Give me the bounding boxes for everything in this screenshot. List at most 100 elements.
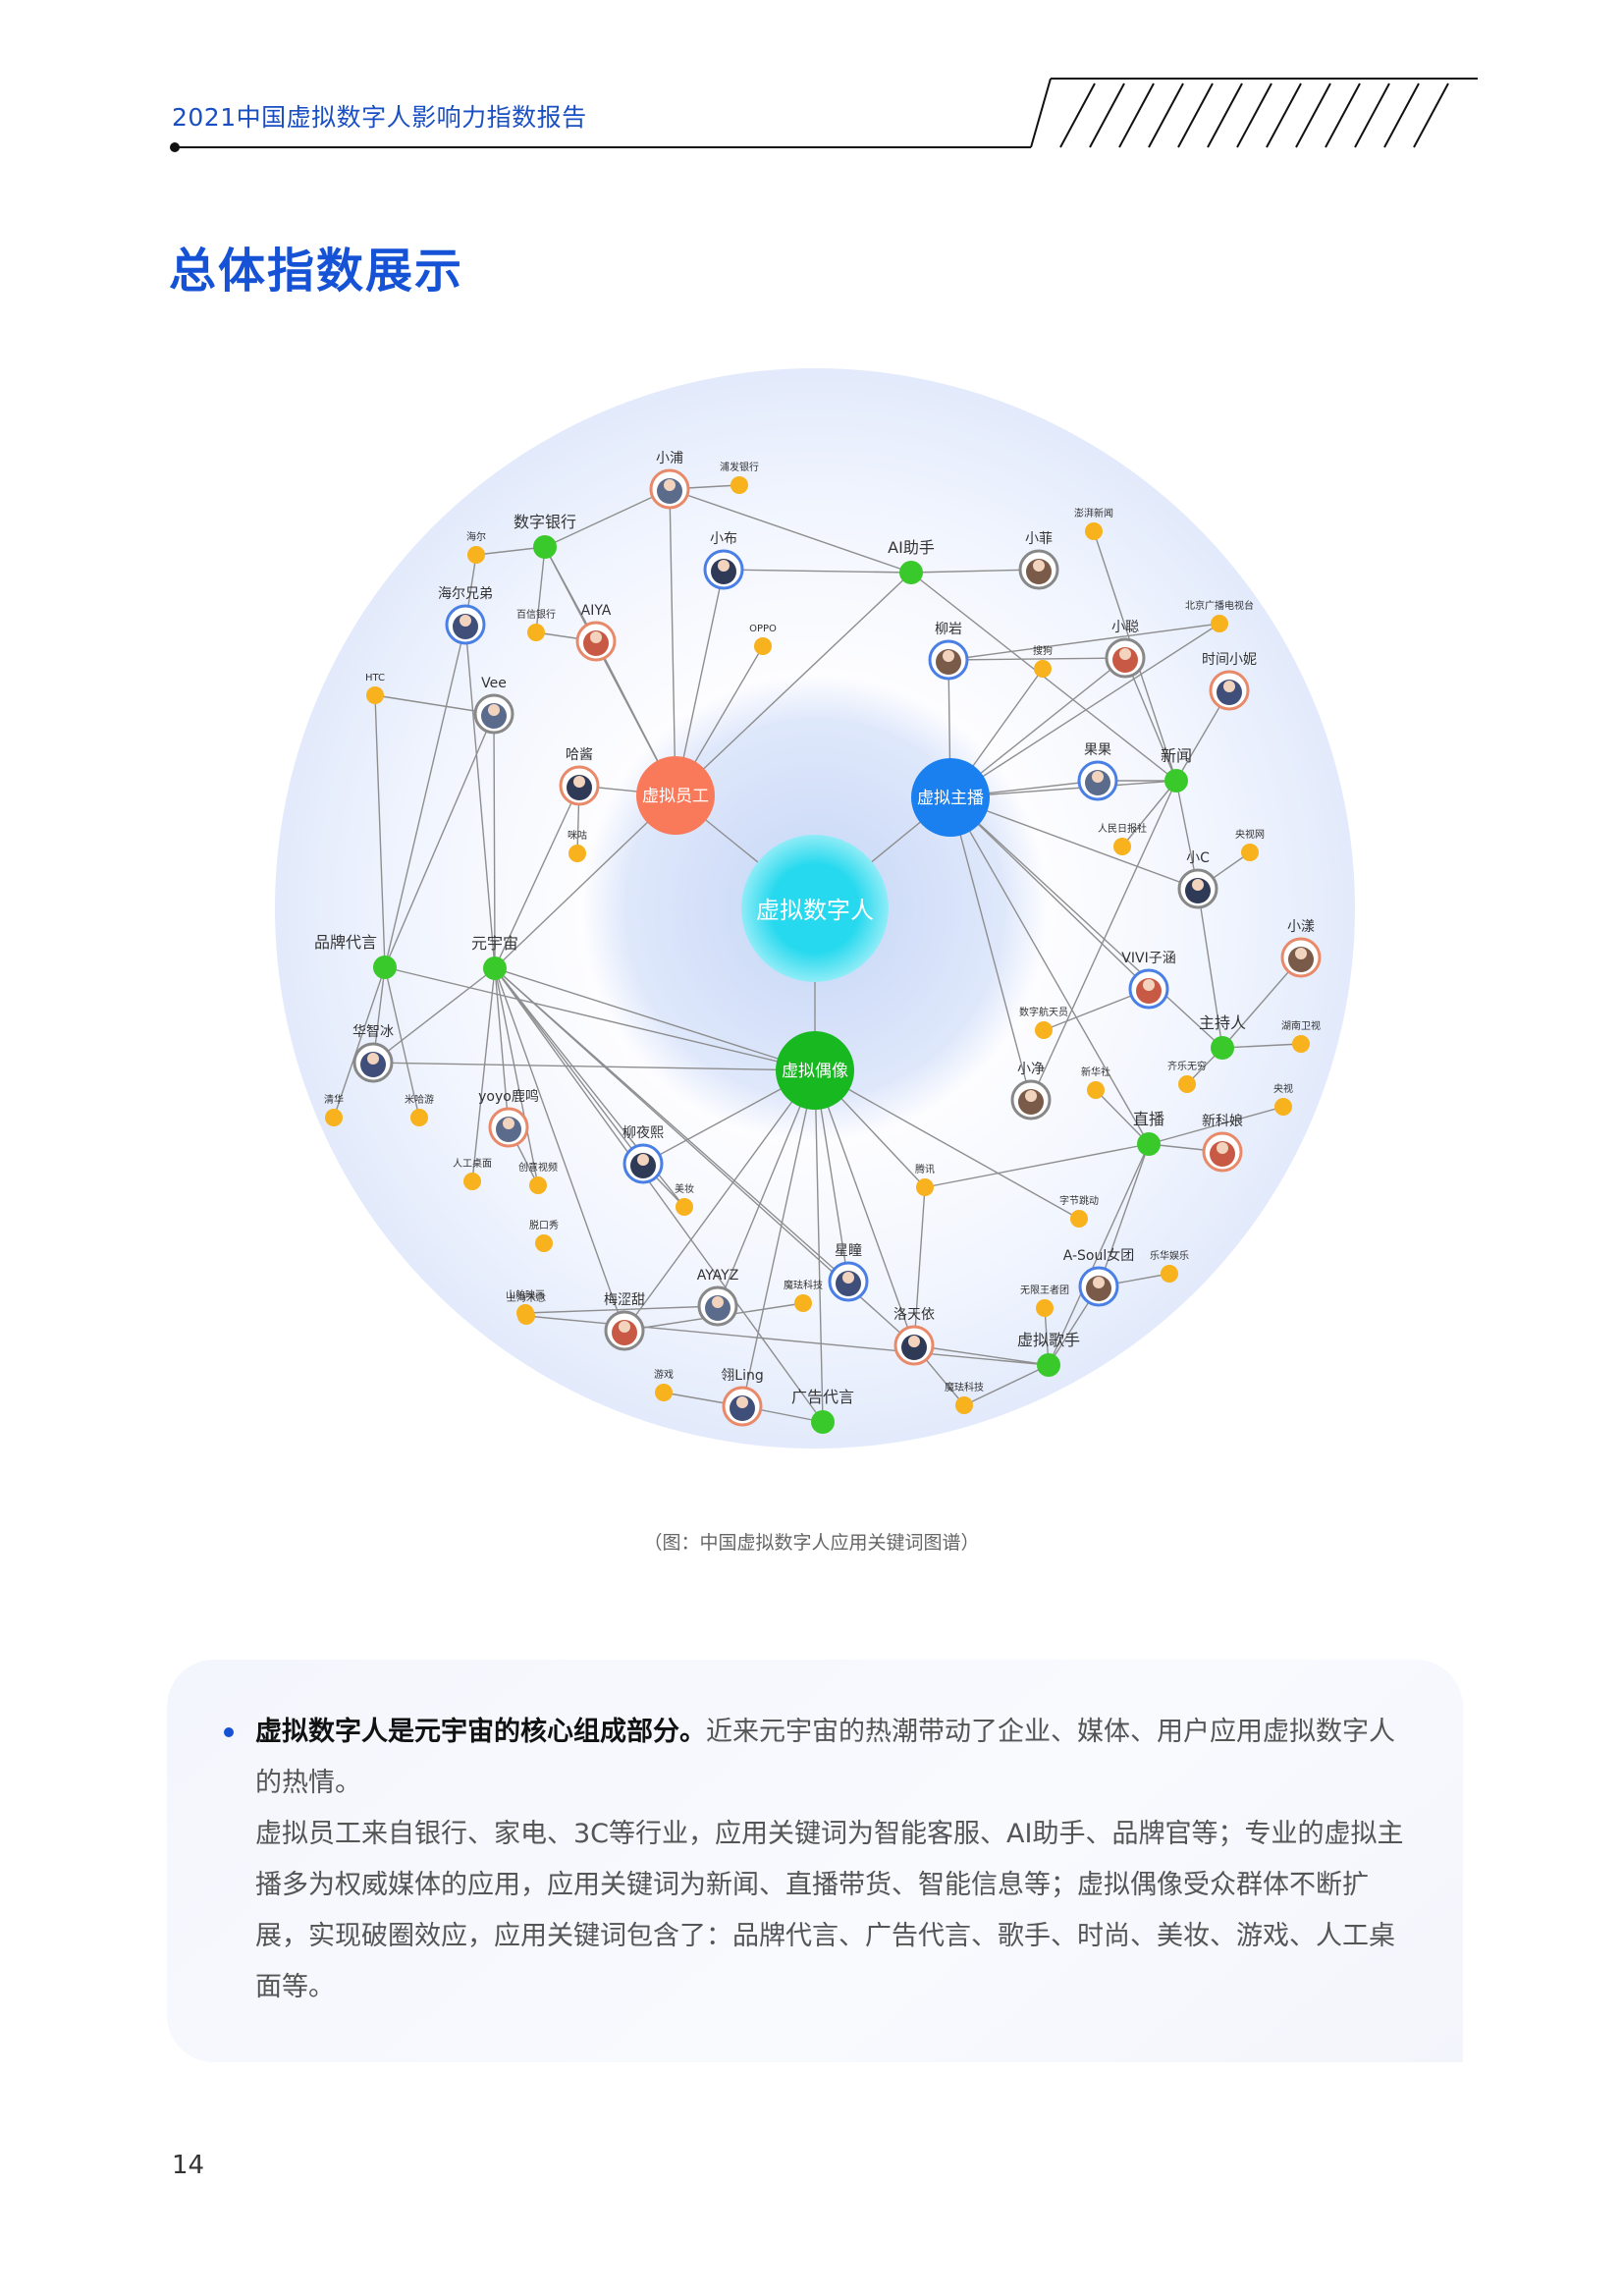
entity-label: 魔珐科技 [784,1279,823,1291]
entity-node [1211,615,1228,632]
person-label: 洛天依 [893,1307,935,1323]
entity-label: 脱口秀 [529,1219,559,1231]
keyword-label: 数字银行 [514,513,576,531]
keyword-label: 主持人 [1199,1013,1246,1032]
keyword-node [373,956,397,979]
entity-label: 上海禾念 [507,1291,546,1304]
person-label: 哈酱 [566,747,593,763]
entity-label: 湖南卫视 [1281,1019,1321,1032]
entity-node [535,1234,553,1252]
person-label: 小浦 [656,451,683,466]
person-label: AYAYZ [697,1268,739,1284]
entity-label: 北京广播电视台 [1185,599,1254,612]
entity-label: 海尔 [466,530,486,543]
entity-label: 澎湃新闻 [1074,507,1113,519]
keyword-node [1211,1036,1234,1060]
keyword-label: 品牌代言 [314,933,377,952]
avatar-face [842,1272,854,1284]
entity-label: 人民日报社 [1098,822,1147,835]
avatar-face [619,1321,630,1333]
entity-label: 腾讯 [915,1163,935,1175]
keyword-node [533,535,557,559]
avatar-face [1192,879,1204,891]
person-label: VIVI子涵 [1121,951,1175,966]
person-label: 小净 [1017,1062,1045,1077]
person-label: 小漾 [1287,918,1315,935]
entity-node [1085,522,1103,540]
entity-label: 央视网 [1235,828,1265,841]
avatar-face [1223,681,1235,692]
keyword-label: 直播 [1133,1110,1164,1128]
keyword-node [1037,1353,1060,1377]
entity-node [1036,1299,1054,1317]
person-label: 小C [1186,850,1210,866]
entity-node [1087,1081,1105,1099]
entity-node [463,1173,481,1190]
category-label-1: 虚拟主播 [917,789,984,808]
entity-node [754,637,772,655]
entity-node [1292,1035,1310,1053]
avatar-face [460,615,471,627]
entity-label: 咪咕 [568,830,587,842]
entity-label: 字节跳动 [1059,1194,1099,1207]
person-label: 柳岩 [935,621,962,637]
avatar-face [1119,648,1131,660]
entity-node [1035,1021,1053,1039]
person-label: 时间小妮 [1202,652,1257,668]
keyword-node [1164,769,1188,793]
category-label-2: 虚拟偶像 [782,1062,848,1081]
avatar-face [712,1296,724,1308]
person-label: AIYA [581,603,612,619]
bullet-icon [224,1727,234,1737]
avatar-face [1092,771,1104,783]
avatar-face [664,479,676,491]
center-node-label: 虚拟数字人 [756,897,874,924]
entity-node [467,546,485,564]
keyword-node [1137,1132,1161,1156]
category-label-0: 虚拟员工 [642,787,709,806]
figure-caption: （图：中国虚拟数字人应用关键词图谱） [0,1528,1623,1555]
entity-label: 无限王者团 [1020,1285,1069,1296]
entity-label: 数字航天员 [1019,1006,1068,1018]
avatar-face [1093,1277,1105,1288]
entity-label: 魔珐科技 [945,1381,984,1394]
entity-label: 米哈游 [405,1093,434,1106]
avatar-face [573,776,585,788]
keyword-label: 虚拟歌手 [1017,1331,1080,1349]
avatar-face [908,1336,920,1347]
entity-node [325,1109,343,1126]
person-label: 梅涩甜 [604,1292,645,1308]
person-label: 小布 [710,531,737,547]
entity-node [1241,844,1259,861]
entity-label: 新华社 [1081,1066,1110,1078]
entity-node [955,1396,973,1414]
entity-node [517,1307,535,1325]
person-label: 小聪 [1111,620,1139,635]
entity-node [655,1384,673,1401]
entity-node [1034,660,1052,678]
avatar-face [943,650,954,662]
entity-label: 游戏 [654,1368,674,1381]
entity-label: 齐乐无穷 [1167,1060,1207,1072]
entity-node [527,624,545,641]
summary-box: 虚拟数字人是元宇宙的核心组成部分。近来元宇宙的热潮带动了企业、媒体、用户应用虚拟… [167,1660,1463,2062]
avatar-face [736,1396,748,1408]
entity-label: HTC [365,673,385,683]
person-label: 果果 [1084,742,1111,758]
summary-text: 虚拟数字人是元宇宙的核心组成部分。近来元宇宙的热潮带动了企业、媒体、用户应用虚拟… [255,1707,1414,2013]
avatar-face [718,560,730,572]
keyword-node [483,957,507,980]
person-label: 海尔兄弟 [438,586,493,602]
avatar-face [1025,1090,1037,1102]
keyword-network-graph: 虚拟数字人虚拟员工虚拟主播虚拟偶像数字银行AI助手品牌代言元宇宙新闻主持人直播虚… [0,0,1623,1512]
avatar-face [1143,979,1155,991]
avatar-face [637,1154,649,1166]
entity-node [794,1294,812,1312]
entity-label: 美妆 [675,1182,694,1195]
summary-body: 虚拟员工来自银行、家电、3C等行业，应用关键词为智能客服、AI助手、品牌官等；专… [255,1819,1403,2002]
avatar-face [367,1053,379,1065]
person-label: A-Soul女团 [1063,1247,1135,1264]
entity-node [916,1178,934,1196]
summary-lead: 虚拟数字人是元宇宙的核心组成部分。 [255,1717,706,1747]
keyword-node [811,1410,835,1434]
